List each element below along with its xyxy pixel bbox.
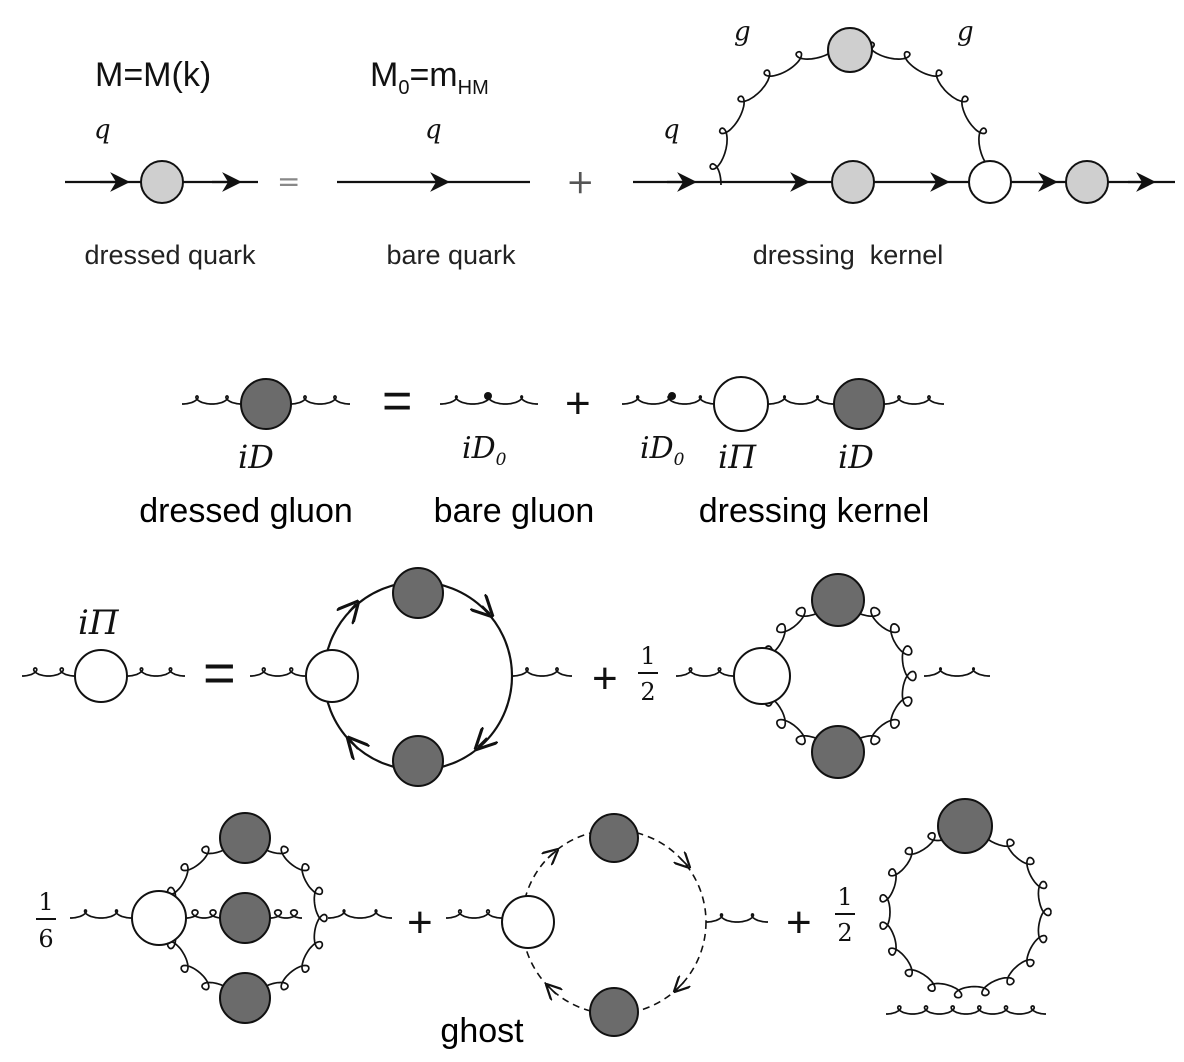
gluon-line: [22, 667, 75, 677]
gluon-line: [886, 1005, 1046, 1015]
coupling-g-label: g: [957, 17, 974, 47]
vertex-blob: [968, 160, 1012, 204]
caption-dressing-kernel: dressing kernel: [753, 240, 944, 270]
fraction-numerator: 1: [837, 883, 852, 911]
gluon-loop: [879, 825, 1052, 999]
dressed-ghost-blob: [589, 813, 639, 863]
dressed-quark-blob: [392, 735, 444, 787]
vertex-blob: [305, 649, 359, 703]
bare-vertex-dot: [668, 392, 676, 400]
caption-dressed-gluon: dressed gluon: [139, 492, 353, 530]
gluon-line: [127, 667, 185, 677]
gluon-line: [290, 395, 350, 405]
caption-bare-gluon: bare gluon: [434, 492, 595, 530]
quark-equation: M=M(k) M0=mHM q = q + q g g dressed quar…: [65, 17, 1175, 270]
label-iD: iD: [238, 438, 274, 476]
dressed-ghost-blob: [589, 987, 639, 1037]
fraction-numerator: 1: [38, 888, 53, 916]
caption-bare-quark: bare quark: [386, 240, 516, 270]
gluon-line: [328, 909, 392, 919]
vertex-blob: [733, 647, 791, 705]
dressed-gluon-blob: [811, 573, 865, 627]
vertex-blob: [131, 890, 187, 946]
gluon-line: [446, 909, 502, 919]
gluon-equation: iD = iD0 + iD0 iΠ iD dressed gluon bare …: [139, 372, 944, 530]
gluon-line: [512, 667, 572, 677]
dressed-quark-blob: [831, 160, 875, 204]
gluon-line: [924, 667, 990, 677]
ghost-loop-arrow: [548, 851, 556, 858]
gluon-line: [182, 395, 242, 405]
label-iD: iD: [838, 438, 874, 476]
equals-sign: =: [277, 165, 300, 198]
dressed-gluon-blob: [219, 812, 271, 864]
fraction-one-sixth: 1 6: [36, 888, 56, 953]
self-energy-blob: [74, 649, 128, 703]
gluon-line: [270, 909, 302, 919]
gluon-line: [676, 667, 734, 677]
dressed-mass-label: M=M(k): [95, 56, 211, 94]
fraction-one-half: 1 2: [638, 642, 658, 706]
momentum-q-label: q: [94, 115, 111, 145]
label-iPi: iΠ: [718, 438, 757, 476]
gluon-line: [70, 909, 132, 919]
dressed-gluon-blob: [937, 798, 993, 854]
ghost-loop-arrow: [548, 986, 556, 994]
plus-sign: +: [592, 654, 618, 703]
dressed-quark-blob: [1065, 160, 1109, 204]
quark-loop-arrow: [349, 604, 356, 612]
dressed-gluon-blob: [827, 27, 873, 73]
label-iD0: iD0: [462, 431, 507, 470]
bare-vertex-dot: [484, 392, 492, 400]
momentum-q-label: q: [663, 115, 680, 145]
dressed-gluon-blob: [219, 972, 271, 1024]
fraction-numerator: 1: [640, 642, 655, 670]
quark-loop-arrow: [350, 740, 358, 749]
dressed-gluon-blob: [240, 378, 292, 430]
ghost-loop-arrow: [680, 858, 688, 866]
dressed-gluon-blob: [811, 725, 865, 779]
bare-mass-label: M0=mHM: [370, 56, 489, 99]
vertex-blob: [501, 895, 555, 949]
fraction-denominator: 2: [640, 678, 655, 706]
gluon-line: [250, 667, 305, 677]
ghost-caption: ghost: [440, 1012, 524, 1050]
plus-sign: +: [565, 379, 591, 428]
gluon-line: [768, 395, 834, 405]
ghost-loop-arrow: [676, 982, 684, 990]
fraction-denominator: 2: [837, 919, 852, 947]
self-energy-blob: [713, 376, 769, 432]
fraction-one-half: 1 2: [835, 883, 855, 947]
plus-sign: +: [786, 898, 812, 947]
equals-sign: =: [203, 641, 236, 704]
plus-sign: +: [407, 898, 433, 947]
plus-sign: +: [566, 162, 595, 202]
caption-dressing-kernel: dressing kernel: [699, 492, 930, 530]
gluon-line: [706, 913, 768, 923]
fraction-denominator: 6: [38, 925, 53, 953]
quark-loop-arrow: [482, 606, 490, 614]
caption-dressed-quark: dressed quark: [84, 240, 256, 270]
gluon-line: [884, 395, 944, 405]
gluon-line: [186, 909, 222, 919]
self-energy-equation-continued: 1 6 + ghost + 1 2: [36, 798, 1052, 1050]
dressed-gluon-blob: [833, 378, 885, 430]
momentum-q-label: q: [425, 115, 442, 145]
equals-sign: =: [382, 372, 412, 430]
coupling-g-label: g: [734, 17, 751, 47]
dressed-quark-blob: [392, 567, 444, 619]
dressed-quark-propagator-blob: [140, 160, 184, 204]
quark-loop-arrow: [478, 738, 487, 747]
self-energy-equation: iΠ = + 1 2: [22, 567, 990, 787]
label-iPi: iΠ: [78, 603, 120, 643]
dressed-gluon-blob: [219, 892, 271, 944]
label-iD0: iD0: [640, 431, 685, 470]
